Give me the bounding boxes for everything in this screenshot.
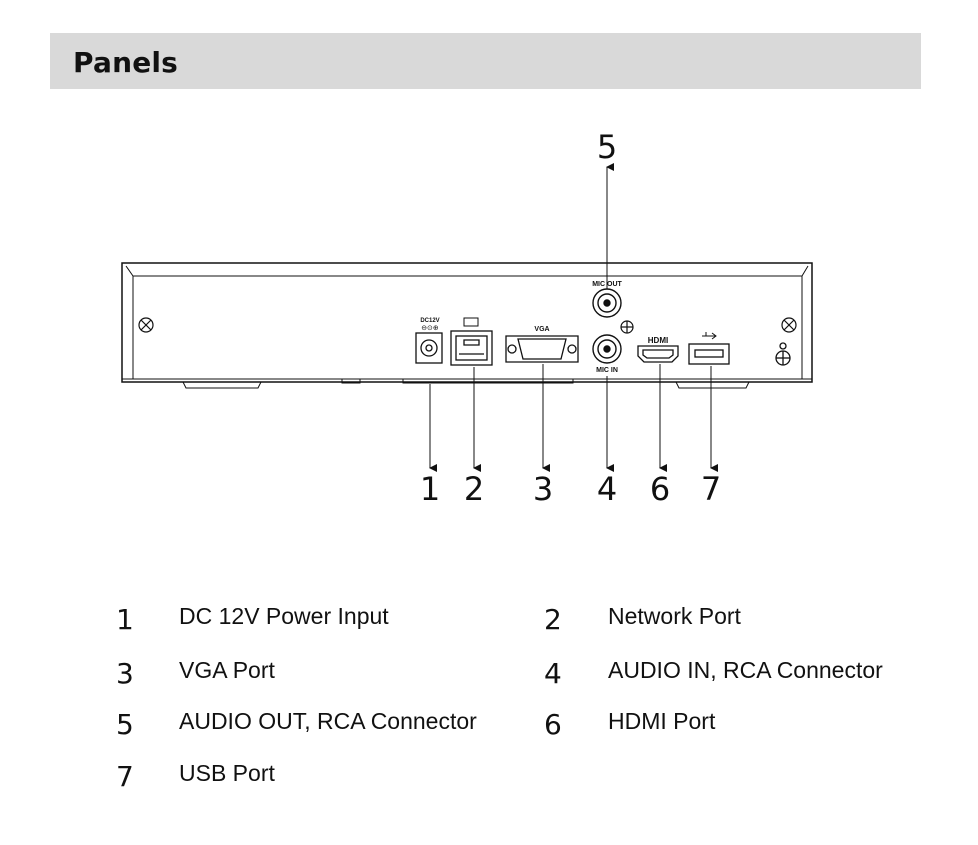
dc-power-jack-icon [415,332,443,364]
callout-leaders [429,163,718,472]
legend-text: Network Port [608,603,741,629]
section-title: Panels [73,46,179,79]
callout-5: 5 [597,128,617,166]
vga-port-label: VGA [534,326,549,333]
callout-2: 2 [464,470,484,508]
callout-7: 7 [701,470,721,508]
legend-text: AUDIO IN, RCA Connector [608,657,883,683]
legend-number: 7 [116,760,134,793]
legend-text: HDMI Port [608,708,716,734]
legend-text: AUDIO OUT, RCA Connector [179,708,477,734]
legend-number: 4 [544,657,562,690]
right-screw-icon [781,317,797,333]
callout-6: 6 [650,470,670,508]
network-port-icon [450,317,493,366]
dc-polarity-icon: ⊖⊙⊕ [421,325,439,332]
section-header: Panels [50,33,921,89]
mic-in-rca-icon [592,334,622,364]
legend-text: VGA Port [179,657,275,683]
legend-text: USB Port [179,760,275,786]
left-screw-icon [138,317,154,333]
mic-out-rca-icon [592,288,622,318]
hdmi-port-label: HDMI [648,336,668,345]
device-chassis [121,262,813,389]
hdmi-port-icon [637,345,679,363]
ground-terminal-icon [775,342,791,366]
vga-port-icon [505,335,579,363]
mic-in-label: MIC IN [596,367,618,374]
legend-number: 1 [116,603,134,636]
legend-number: 3 [116,657,134,690]
callout-1: 1 [420,470,440,508]
legend-number: 2 [544,603,562,636]
legend-number: 5 [116,708,134,741]
legend-number: 6 [544,708,562,741]
callout-4: 4 [597,470,617,508]
rca-ground-icon [620,320,634,334]
legend-text: DC 12V Power Input [179,603,389,629]
callout-3: 3 [533,470,553,508]
usb-port-icon [688,332,730,365]
dc-port-label: DC12V [420,318,439,324]
